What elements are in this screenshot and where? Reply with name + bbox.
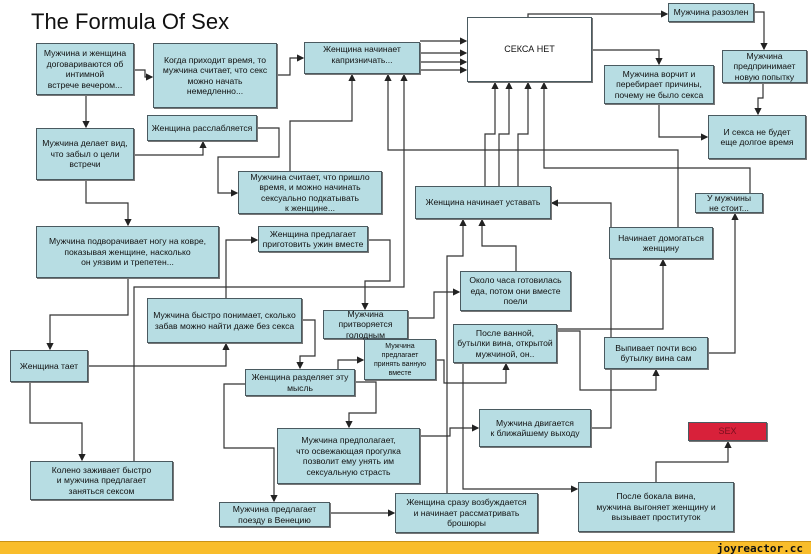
connector-arrow (223, 383, 278, 503)
box-pretends-forgot: Мужчина делает вид, что забыл о цели вст… (36, 128, 134, 180)
connector-arrow (408, 288, 461, 319)
box-angry: Мужчина разозлен (668, 3, 754, 22)
box-time-to-approach: Мужчина считает, что пришло время, и мож… (238, 171, 382, 214)
connector-arrow (484, 81, 499, 186)
box-pretends-hungry: Мужчина притворяется голодным (323, 309, 408, 340)
connector-arrow (527, 10, 669, 18)
connector-arrow (217, 127, 280, 197)
connector-arrow (517, 81, 532, 186)
connector-arrow (557, 258, 667, 330)
box-melts: Женщина тает (10, 350, 88, 382)
box-no-sex-long: И секса не будет еще долгое время (708, 115, 806, 159)
footer-bar: joyreactor.cc (0, 541, 811, 554)
connector-arrow (88, 342, 230, 367)
connector-arrow (478, 218, 517, 271)
connector-arrow (498, 81, 513, 186)
box-gets-tired: Женщина начинает уставать (415, 186, 551, 219)
box-knee-heals: Колено заживает быстро и мужчина предлаг… (30, 461, 173, 500)
box-relaxes: Женщина расслабляется (147, 115, 257, 141)
box-brochures: Женщина сразу возбуждается и начинает ра… (395, 493, 538, 533)
box-time-comes: Когда приходит время, то мужчина считает… (153, 43, 277, 108)
connector-arrow (420, 424, 480, 437)
connector-arrow (540, 81, 751, 193)
connector-arrow (134, 140, 207, 156)
box-drinks-bottle: Выпивает почти всю бутылку вина сам (604, 337, 708, 369)
footer-brand-link[interactable]: joyreactor.cc (716, 542, 803, 554)
connector-arrow (225, 236, 259, 298)
box-cook-dinner: Женщина предлагает приготовить ужин вмес… (258, 226, 368, 252)
box-understands-fun: Мужчина быстро понимает, сколько забав м… (147, 298, 302, 343)
connector-arrow (345, 381, 377, 429)
diagram-title: The Formula Of Sex (31, 9, 230, 34)
connector-arrow (296, 319, 316, 370)
connector-arrow (592, 49, 663, 66)
box-cooked-hour: Около часа готовилась еда, потом они вме… (460, 271, 571, 311)
connector-arrow (708, 212, 739, 354)
box-not-standing: У мужчины не стоит... (695, 193, 763, 213)
connector-arrow (133, 73, 408, 461)
connector-arrow (550, 199, 612, 429)
box-agree: Мужчина и женщина договариваются об инти… (36, 43, 134, 95)
box-harasses: Начинает домогаться женщину (609, 227, 713, 259)
connector-arrow (46, 278, 129, 351)
connector-arrow (658, 104, 709, 141)
connector-arrow (361, 239, 391, 311)
connector-arrow (384, 73, 679, 227)
connector-arrow (29, 382, 86, 462)
box-bath-offer: Мужчина предлагает принять ванную вместе (364, 339, 436, 380)
box-moves-exit: Мужчина двигается к ближайшему выходу (479, 409, 591, 447)
connector-arrow (557, 330, 660, 391)
box-after-wine-glass: После бокала вина, мужчина выгоняет женщ… (578, 482, 734, 532)
connector-arrow (446, 218, 467, 493)
connector-arrow (85, 180, 132, 227)
connector-arrow (655, 440, 732, 482)
box-grumbles: Мужчина ворчит и перебирает причины, поч… (604, 65, 714, 104)
box-walk: Мужчина предполагает, что освежающая про… (277, 428, 420, 484)
box-venice: Мужчина предлагает поезду в Венецию (219, 502, 330, 527)
box-after-bath: После ванной, бутылки вина, открытой муж… (453, 324, 557, 363)
connector-arrow (289, 73, 356, 171)
box-shares-thought: Женщина разделяет эту мысль (245, 369, 355, 396)
box-new-attempt: Мужчина предпринимает новую попытку (722, 50, 807, 83)
connector-arrow (277, 54, 305, 76)
box-sex: SEX (688, 422, 767, 441)
box-no-sex: СЕКСА НЕТ (467, 17, 592, 82)
connector-arrow (754, 11, 768, 51)
connector-arrow (436, 359, 510, 384)
connector-arrow (134, 69, 154, 81)
box-twists-leg: Мужчина подворачивает ногу на ковре, пок… (36, 226, 219, 278)
connector-arrow (462, 363, 579, 493)
box-capricious: Женщина начинает капризничать... (304, 42, 420, 74)
connector-arrow (754, 83, 764, 116)
